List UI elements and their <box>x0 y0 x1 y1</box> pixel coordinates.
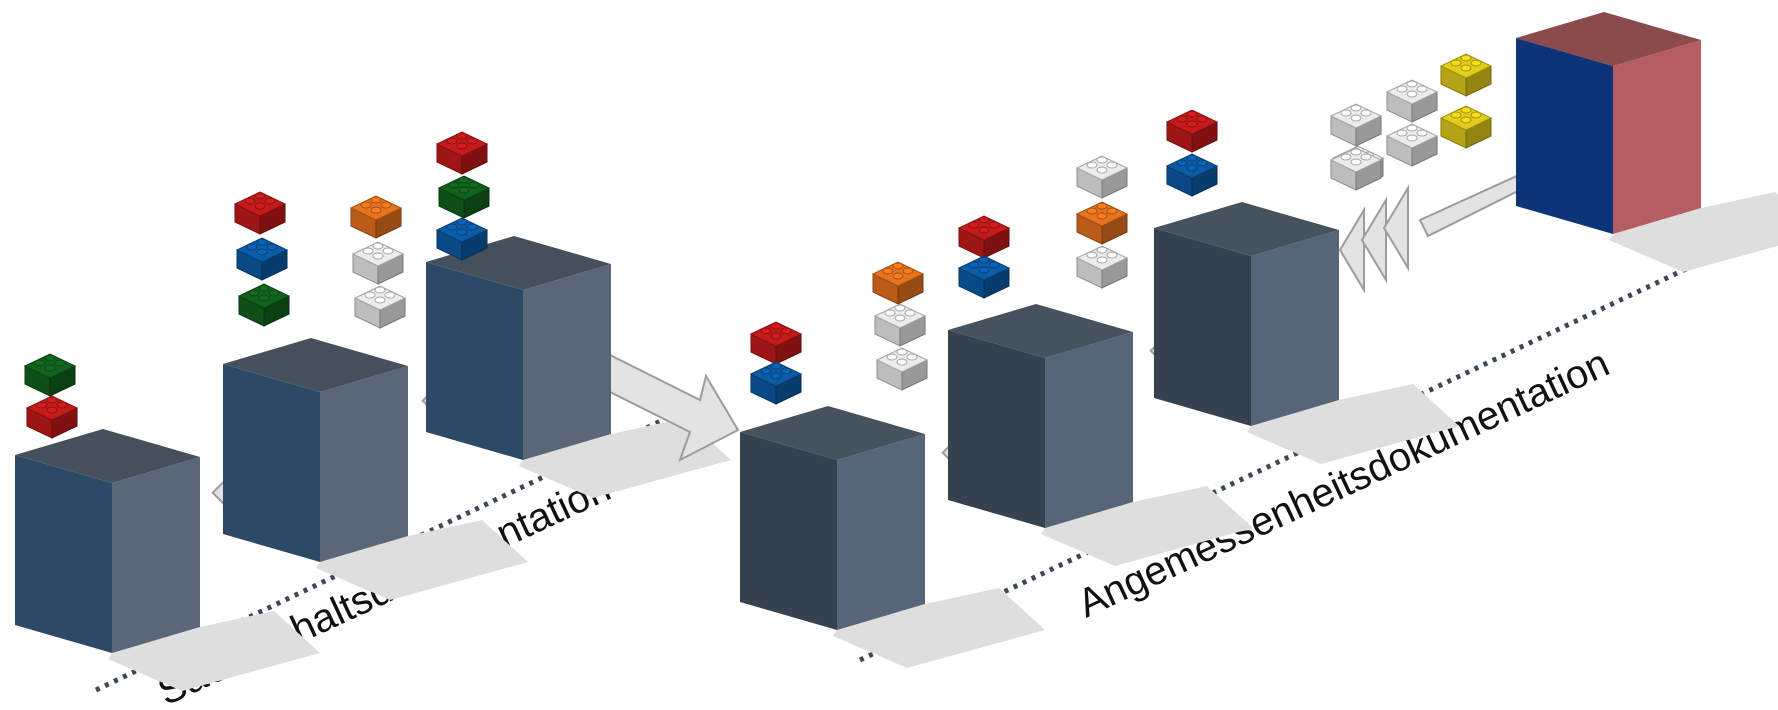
cube-right-face <box>837 434 925 630</box>
brick-groups <box>23 53 1493 439</box>
cube-top-face <box>948 304 1133 358</box>
cube-shadow <box>1609 192 1778 272</box>
brick-orange <box>1075 201 1129 245</box>
cube-shadow <box>316 520 528 600</box>
label-angemessenheitsdokumentation: Angemessenheitsdokumentation <box>1071 341 1616 626</box>
cube-shadow <box>833 588 1045 668</box>
cube-right-face <box>112 457 200 653</box>
cube-shadow <box>1247 384 1459 464</box>
cube-right-face <box>523 264 611 460</box>
brick-red <box>435 131 489 175</box>
cube-top-face <box>15 429 200 483</box>
brick-green <box>237 283 291 327</box>
cube-right-face <box>1045 332 1133 528</box>
brick-blue <box>1165 153 1219 197</box>
process-cubes <box>15 12 1701 653</box>
brick-green <box>437 175 491 219</box>
cube-left-face <box>1516 38 1613 234</box>
cube-shadows <box>108 192 1778 691</box>
brick-white <box>353 285 407 329</box>
cube-left-face <box>948 330 1045 528</box>
brick-yellow <box>1439 53 1493 97</box>
cube-right-face <box>1251 230 1339 426</box>
cube-left-face <box>223 364 320 562</box>
brick-orange <box>349 195 403 239</box>
brick-white <box>875 347 929 391</box>
brick-white <box>351 241 405 285</box>
brick-white <box>1329 147 1383 191</box>
brick-blue <box>435 217 489 261</box>
brick-blue <box>235 237 289 281</box>
process-cube <box>948 304 1133 528</box>
process-cube <box>1516 12 1701 234</box>
process-cube <box>740 406 925 630</box>
final-arrow-chevron <box>1382 184 1409 272</box>
brick-white <box>1385 123 1439 167</box>
cube-right-face <box>320 366 408 562</box>
brick-orange <box>871 261 925 305</box>
cube-left-face <box>426 262 523 460</box>
cube-shadow <box>1041 486 1253 566</box>
final-arrow-chevron <box>1338 206 1365 294</box>
process-cube <box>223 338 408 562</box>
brick-white <box>1329 103 1383 147</box>
process-cube <box>1154 202 1339 426</box>
process-cube <box>15 429 200 653</box>
process-cube <box>426 236 611 460</box>
brick-blue <box>957 255 1011 299</box>
cube-top-face <box>1516 12 1701 66</box>
cube-top-face <box>740 406 925 460</box>
cube-left-face <box>1154 228 1251 426</box>
brick-red <box>749 321 803 365</box>
brick-white <box>1385 79 1439 123</box>
brick-blue <box>749 361 803 405</box>
brick-red <box>233 191 287 235</box>
cube-left-face <box>15 455 112 653</box>
brick-red <box>1165 109 1219 153</box>
cube-shadow <box>108 611 320 691</box>
cube-left-face <box>740 432 837 630</box>
cube-shadow <box>519 418 731 498</box>
brick-red <box>25 395 79 439</box>
brick-white <box>1075 155 1129 199</box>
brick-white <box>1075 245 1129 289</box>
cube-right-face <box>1613 40 1701 234</box>
final-arrow-chevron <box>1360 196 1387 284</box>
cube-top-face <box>223 338 408 392</box>
brick-red <box>957 215 1011 259</box>
brick-yellow <box>1439 105 1493 149</box>
cube-top-face <box>1154 202 1339 256</box>
brick-white <box>873 303 927 347</box>
brick-green <box>23 353 77 397</box>
